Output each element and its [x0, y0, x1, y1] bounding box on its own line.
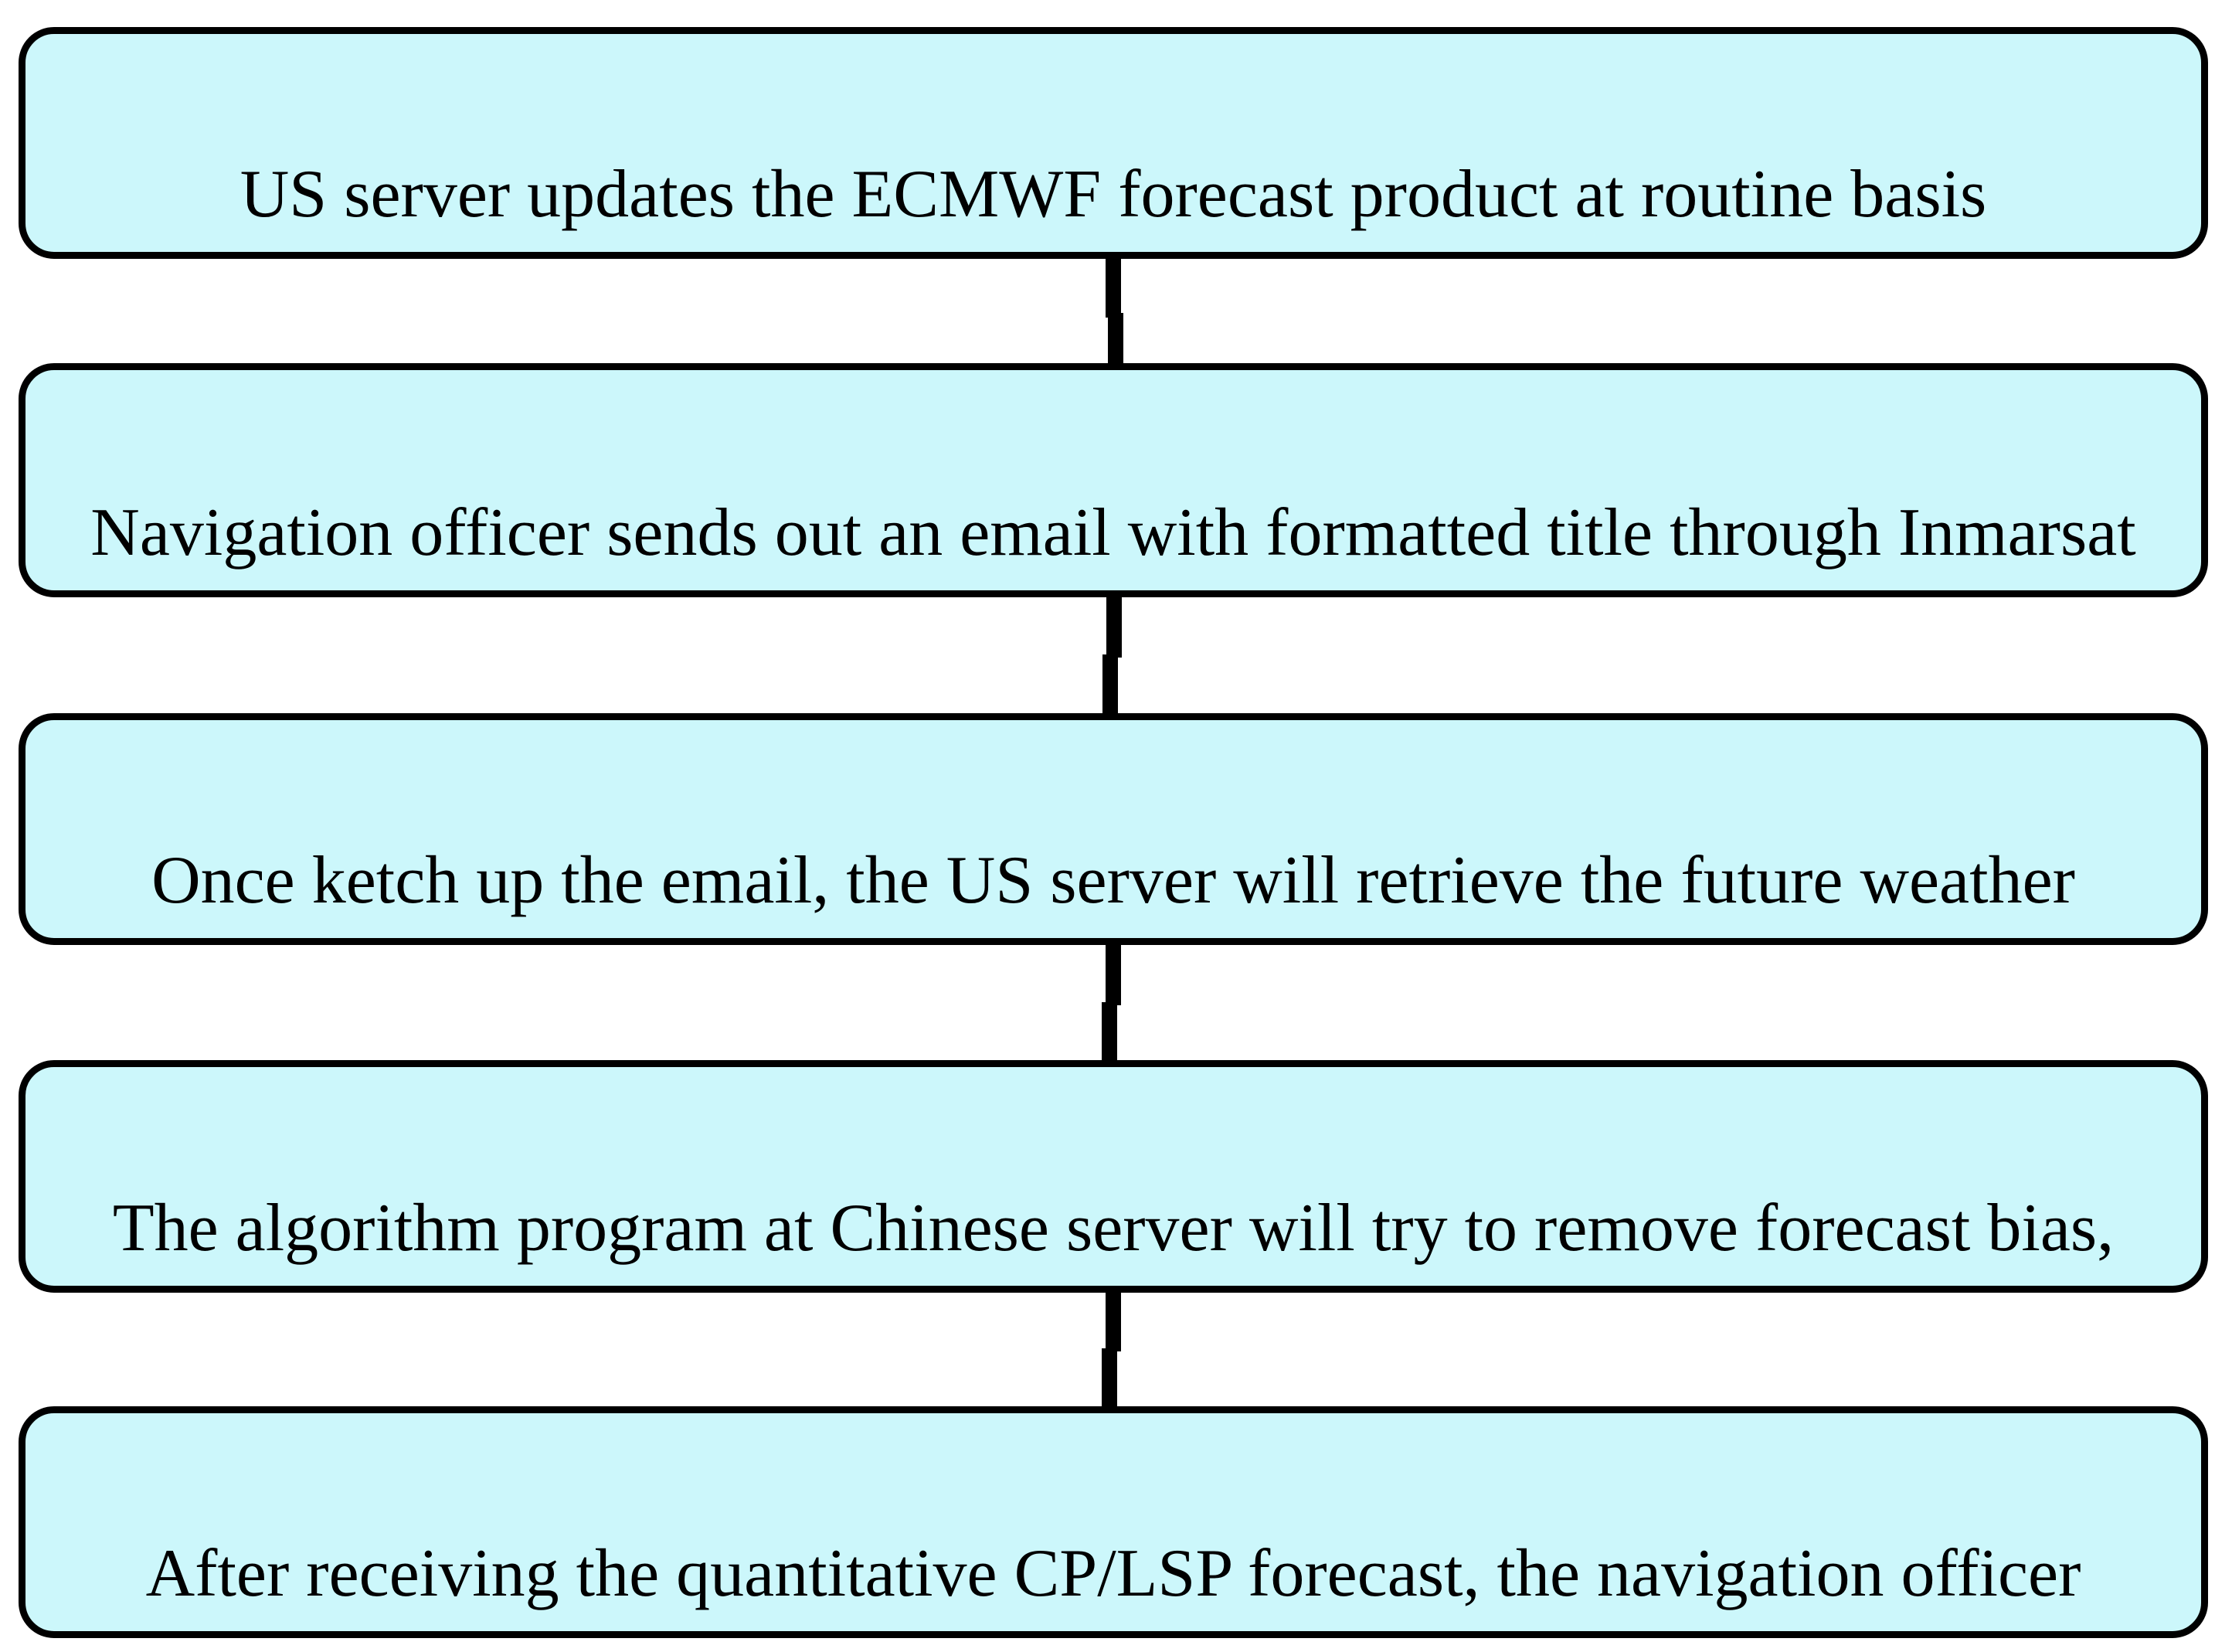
connector-3-top-segment: [1106, 943, 1121, 1005]
flow-step-5: After receiving the quantitative CP/LSP …: [19, 1406, 2208, 1638]
flow-step-4-label: The algorithm program at Chinese server …: [112, 1191, 2115, 1266]
flow-step-4: The algorithm program at Chinese server …: [19, 1060, 2208, 1293]
flow-step-1-label: US server updates the ECMWF forecast pro…: [240, 157, 1987, 233]
connector-2-top-segment: [1106, 596, 1122, 658]
connector-3-bottom-segment: [1102, 1002, 1117, 1063]
flow-step-2-label: Navigation officer sends out an email wi…: [90, 495, 2136, 571]
flow-step-1: US server updates the ECMWF forecast pro…: [19, 27, 2208, 259]
connector-1-bottom-segment: [1108, 313, 1123, 367]
flow-step-3: Once ketch up the email, the US server w…: [19, 713, 2208, 945]
flow-step-3-label: Once ketch up the email, the US server w…: [151, 843, 2075, 919]
flow-step-2: Navigation officer sends out an email wi…: [19, 363, 2208, 597]
connector-1-top-segment: [1106, 259, 1121, 318]
connector-4-top-segment: [1106, 1291, 1121, 1351]
flow-step-5-label: After receiving the quantitative CP/LSP …: [145, 1536, 2081, 1612]
connector-4-bottom-segment: [1102, 1348, 1117, 1409]
connector-2-bottom-segment: [1102, 654, 1118, 716]
